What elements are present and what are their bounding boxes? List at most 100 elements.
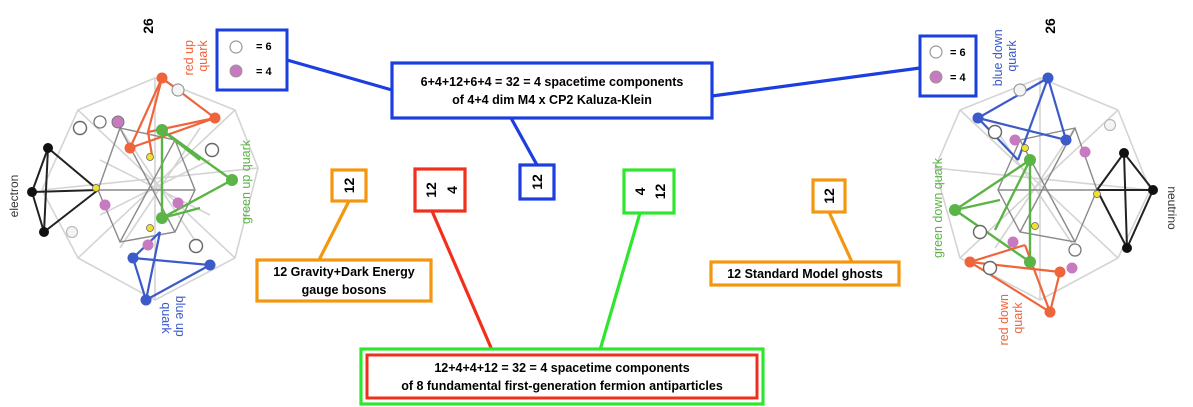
node-pink bbox=[1079, 146, 1091, 158]
node-blue bbox=[1060, 134, 1072, 146]
red-count-label-2: 4 bbox=[444, 186, 460, 194]
node-blue bbox=[204, 259, 216, 271]
sm-box-line1: 12 Standard Model ghosts bbox=[727, 267, 883, 281]
node-white bbox=[188, 238, 204, 254]
node-pink bbox=[111, 115, 125, 129]
node-blue bbox=[972, 112, 984, 124]
green-down-quark-label: green down quark bbox=[931, 157, 945, 258]
electron-label: electron bbox=[7, 175, 21, 218]
node-black bbox=[27, 187, 37, 197]
red-down-quark-label: red down quark bbox=[997, 291, 1025, 346]
node-white bbox=[972, 224, 988, 240]
top-box-line1: 6+4+12+6+4 = 32 = 4 spacetime components bbox=[421, 75, 684, 89]
gravity-count-label: 12 bbox=[341, 178, 357, 194]
node-yellow bbox=[1031, 222, 1039, 230]
node-red bbox=[1054, 266, 1066, 278]
right-graph-nodes bbox=[949, 72, 1158, 318]
node-green bbox=[226, 174, 238, 186]
node-black bbox=[43, 143, 53, 153]
node-green bbox=[949, 204, 961, 216]
green-up-quark-label: green up quark bbox=[239, 139, 253, 224]
connector-blue-12 bbox=[509, 117, 539, 166]
connector-gravity bbox=[317, 200, 351, 261]
node-black bbox=[1119, 148, 1129, 158]
node-pink bbox=[1007, 236, 1019, 248]
right-graph: 26 blue down quark green down quark red … bbox=[931, 18, 1179, 345]
sm-count-label: 12 bbox=[821, 188, 837, 204]
node-black bbox=[39, 227, 49, 237]
top-box-line2: of 4+4 dim M4 x CP2 Kaluza-Klein bbox=[452, 93, 652, 107]
red-count-box: 12 4 bbox=[413, 167, 467, 213]
pink-node-icon bbox=[929, 70, 943, 84]
node-red bbox=[209, 112, 221, 124]
green-count-box: 4 12 bbox=[622, 168, 676, 215]
node-yellow bbox=[1021, 144, 1029, 152]
node-yellow bbox=[1093, 190, 1101, 198]
red-up-quark-label: red up quark bbox=[182, 37, 210, 76]
green-count-label-2: 12 bbox=[652, 184, 668, 200]
right-red-quark-edges bbox=[969, 243, 1062, 314]
green-count-label-1: 4 bbox=[632, 187, 648, 195]
connector-left-legend bbox=[286, 58, 393, 92]
blue-up-quark-label: blue up quark bbox=[159, 296, 187, 341]
left-graph-nodes bbox=[27, 72, 238, 306]
connectors bbox=[286, 58, 921, 351]
node-yellow bbox=[146, 153, 154, 161]
node-white bbox=[1068, 243, 1082, 257]
node-white bbox=[65, 225, 79, 239]
green-count-frame bbox=[622, 168, 676, 215]
white-node-icon bbox=[229, 40, 243, 54]
node-white bbox=[1103, 118, 1117, 132]
neutrino-label: neutrino bbox=[1165, 186, 1179, 230]
left-electron-edges bbox=[31, 147, 100, 235]
right-legend: = 6 = 4 bbox=[918, 34, 978, 98]
right-green-quark-edges bbox=[952, 159, 1032, 265]
node-red bbox=[964, 256, 976, 268]
left-red-quark-edges bbox=[128, 77, 218, 156]
blue-count-box: 12 bbox=[518, 163, 556, 201]
node-white bbox=[93, 115, 107, 129]
node-white bbox=[204, 142, 220, 158]
sm-box-frame bbox=[709, 260, 901, 287]
node-green bbox=[156, 212, 168, 224]
node-pink bbox=[99, 199, 111, 211]
sm-count-frame bbox=[811, 178, 847, 214]
gravity-count-frame bbox=[330, 168, 368, 203]
gravity-box-line1: 12 Gravity+Dark Energy bbox=[273, 265, 414, 279]
left-legend-pink-label: = 4 bbox=[256, 66, 272, 78]
connector-right-legend bbox=[711, 66, 921, 98]
node-white bbox=[171, 83, 185, 97]
blue-down-quark-label: blue down quark bbox=[991, 26, 1019, 86]
node-red bbox=[1044, 306, 1056, 318]
top-box-frame bbox=[390, 61, 714, 120]
node-white bbox=[987, 124, 1003, 140]
bottom-box-line1: 12+4+4+12 = 32 = 4 spacetime components bbox=[434, 361, 689, 375]
bottom-box: 12+4+4+12 = 32 = 4 spacetime components … bbox=[359, 347, 765, 406]
left-green-quark-edges bbox=[160, 129, 235, 221]
left-legend-white-label: = 6 bbox=[256, 41, 272, 53]
connector-green bbox=[598, 212, 642, 351]
pink-node-icon bbox=[229, 64, 243, 78]
node-yellow bbox=[92, 184, 100, 192]
bottom-box-inner-frame bbox=[365, 353, 759, 400]
sm-count-box: 12 bbox=[811, 178, 847, 214]
gravity-count-box: 12 bbox=[330, 168, 368, 203]
left-legend: = 6 = 4 bbox=[215, 28, 289, 92]
right-legend-white-label: = 6 bbox=[950, 47, 966, 59]
bottom-box-outer-frame bbox=[359, 347, 765, 406]
blue-count-label: 12 bbox=[529, 174, 545, 190]
node-red bbox=[124, 142, 136, 154]
left-count-label: 26 bbox=[140, 18, 156, 34]
sm-box: 12 Standard Model ghosts bbox=[709, 260, 901, 287]
node-white bbox=[72, 120, 88, 136]
white-node-icon bbox=[929, 45, 943, 59]
gravity-box-line2: gauge bosons bbox=[302, 283, 387, 297]
right-legend-frame bbox=[918, 34, 978, 98]
red-count-label-1: 12 bbox=[423, 182, 439, 198]
gravity-box: 12 Gravity+Dark Energy gauge bosons bbox=[255, 258, 433, 303]
node-green bbox=[1024, 256, 1036, 268]
node-white bbox=[982, 260, 998, 276]
node-pink bbox=[142, 239, 154, 251]
right-legend-pink-label: = 4 bbox=[950, 72, 966, 84]
